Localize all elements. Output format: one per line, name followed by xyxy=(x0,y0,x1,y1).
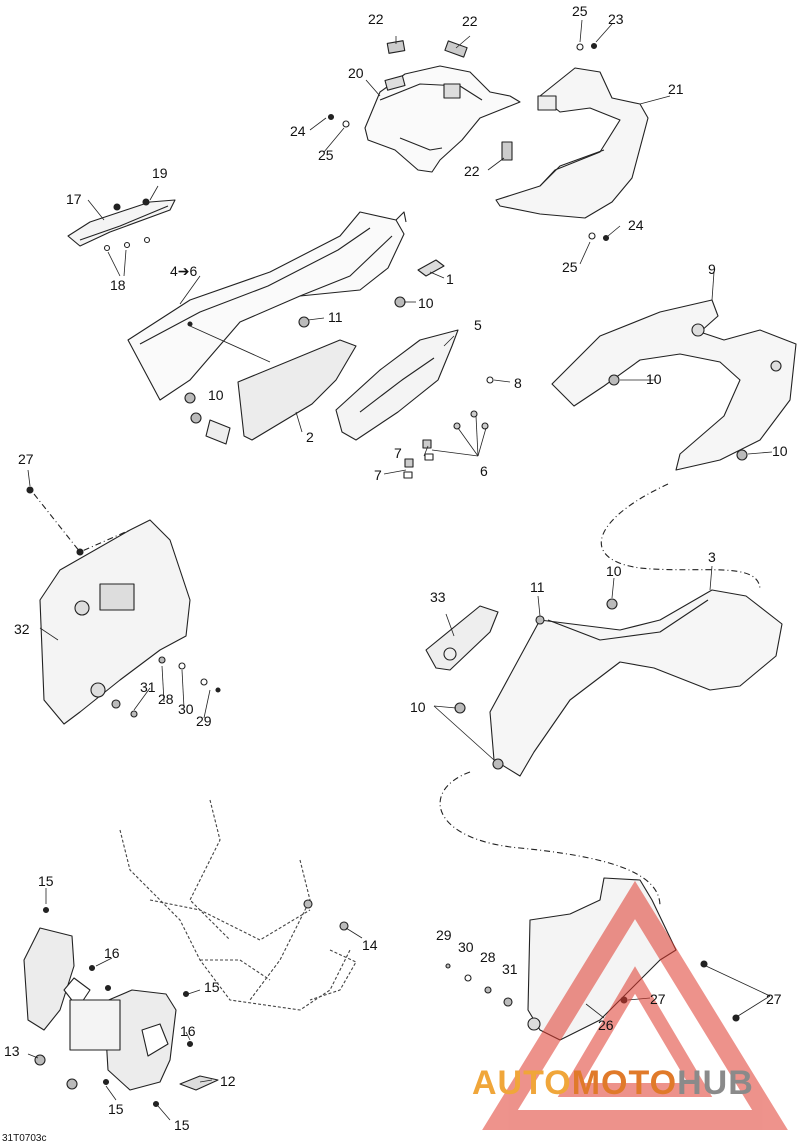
mount-line-32 xyxy=(33,493,131,553)
callout-31: 31 xyxy=(502,961,518,977)
callout-30: 30 xyxy=(178,701,194,717)
callout-14: 14 xyxy=(362,937,378,953)
callout-7: 7 xyxy=(394,445,402,461)
part-33-bracket xyxy=(425,605,499,671)
callout-11: 11 xyxy=(530,579,545,595)
part-21-panel xyxy=(495,67,649,219)
callout-27: 27 xyxy=(650,991,666,1007)
callout-10: 10 xyxy=(208,387,224,403)
callout-26: 26 xyxy=(598,1017,614,1033)
part-17-bracket xyxy=(67,198,176,252)
callout-17: 17 xyxy=(66,191,82,207)
callout-6: 6 xyxy=(480,463,488,479)
callout-4-6: 4➔6 xyxy=(170,263,198,279)
part-5-bracket xyxy=(335,329,494,441)
callout-16: 16 xyxy=(104,945,120,961)
callout-20: 20 xyxy=(348,65,364,81)
callout-1: 1 xyxy=(446,271,454,287)
callout-12: 12 xyxy=(220,1073,236,1089)
callout-29: 29 xyxy=(436,927,452,943)
callout-5: 5 xyxy=(474,317,482,333)
callout-2: 2 xyxy=(306,429,314,445)
part-1-pad xyxy=(417,259,445,277)
callout-15: 15 xyxy=(174,1117,190,1133)
watermark-logo-icon xyxy=(482,880,788,1130)
callout-29: 29 xyxy=(196,713,212,729)
callout-22: 22 xyxy=(462,13,478,29)
footrest-bracket-right xyxy=(69,989,219,1091)
callout-21: 21 xyxy=(668,81,684,97)
grommets-upper xyxy=(184,296,406,424)
fasteners-28-31 xyxy=(111,656,221,718)
callout-10: 10 xyxy=(772,443,788,459)
callout-22: 22 xyxy=(368,11,384,27)
callout-27: 27 xyxy=(766,991,782,1007)
connector-curve-lower xyxy=(439,771,661,907)
watermark-part3: HUB xyxy=(677,1064,754,1102)
callout-23: 23 xyxy=(608,11,624,27)
callout-25: 25 xyxy=(318,147,334,163)
callout-24: 24 xyxy=(628,217,644,233)
frame-dashed xyxy=(119,799,357,1011)
callout-22: 22 xyxy=(464,163,480,179)
part-4-6-side-panel xyxy=(127,211,407,401)
callout-31: 31 xyxy=(140,679,156,695)
callout-32: 32 xyxy=(14,621,30,637)
leader-lines xyxy=(27,19,773,1121)
callout-30: 30 xyxy=(458,939,474,955)
callout-15: 15 xyxy=(108,1101,124,1117)
callout-8: 8 xyxy=(514,375,522,391)
callout-10: 10 xyxy=(418,295,434,311)
fasteners-28-31-right xyxy=(445,963,513,1007)
callout-11: 11 xyxy=(328,309,343,325)
top-fasteners xyxy=(327,42,610,242)
callout-25: 25 xyxy=(562,259,578,275)
part-32-bracket xyxy=(26,486,191,725)
watermark-part1: AUTO xyxy=(472,1064,572,1102)
callout-27: 27 xyxy=(18,451,34,467)
part-2-panel xyxy=(205,339,357,445)
callout-10: 10 xyxy=(646,371,662,387)
callout-15: 15 xyxy=(204,979,220,995)
watermark-part2: MOTO xyxy=(571,1064,678,1102)
callout-10: 10 xyxy=(606,563,622,579)
callout-7: 7 xyxy=(374,467,382,483)
callout-28: 28 xyxy=(480,949,496,965)
callout-24: 24 xyxy=(290,123,306,139)
part-3-fender xyxy=(454,589,783,777)
part-20-tray xyxy=(364,65,521,173)
callout-9: 9 xyxy=(708,261,716,277)
connector-curve-upper xyxy=(600,483,761,591)
callout-28: 28 xyxy=(158,691,174,707)
callout-13: 13 xyxy=(4,1043,20,1059)
callout-19: 19 xyxy=(152,165,168,181)
callout-10: 10 xyxy=(410,699,426,715)
parts-6-7-clips xyxy=(403,410,489,479)
callout-16: 16 xyxy=(180,1023,196,1039)
callout-25: 25 xyxy=(572,3,588,19)
watermark-text: AUTOMOTOHUB xyxy=(472,1064,754,1103)
callout-18: 18 xyxy=(110,277,126,293)
part-22-pads xyxy=(386,40,513,161)
part-9-u-panel xyxy=(551,299,797,471)
callout-15: 15 xyxy=(38,873,54,889)
diagram-code: 31T0703c xyxy=(2,1133,47,1144)
callout-3: 3 xyxy=(708,549,716,565)
callout-33: 33 xyxy=(430,589,446,605)
